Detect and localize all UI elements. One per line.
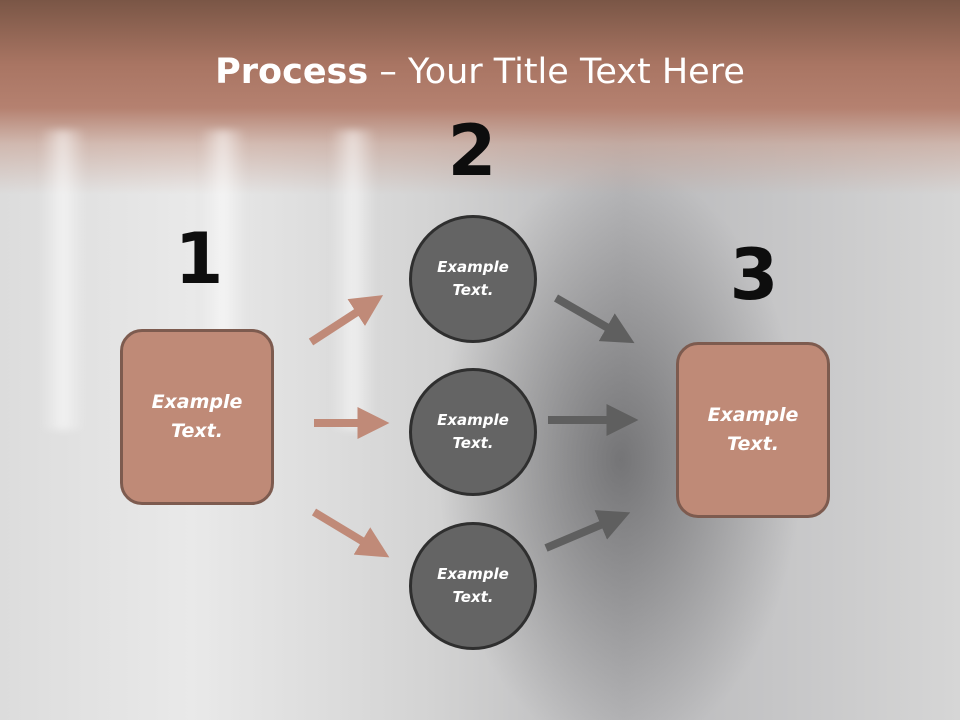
step-number-1: 1 xyxy=(174,218,224,300)
title-rest: – Your Title Text Here xyxy=(368,52,745,92)
title-bold: Process xyxy=(215,52,369,92)
step-2-label-middle: Example Text. xyxy=(437,411,509,452)
arrow-right-down-icon xyxy=(311,508,390,558)
step-2-circle-middle: Example Text. xyxy=(409,368,537,496)
step-3-box: Example Text. xyxy=(676,342,830,518)
arrow-right-up-icon xyxy=(544,510,631,552)
arrow-right-down-icon xyxy=(554,294,635,344)
step-1-box: Example Text. xyxy=(120,329,274,505)
step-number-3: 3 xyxy=(729,234,779,316)
step-3-label: Example Text. xyxy=(707,404,799,455)
step-1-label: Example Text. xyxy=(151,391,243,442)
step-number-2: 2 xyxy=(447,110,497,192)
background-pillar xyxy=(40,130,86,430)
step-2-circle-bottom: Example Text. xyxy=(409,522,537,650)
step-2-circle-top: Example Text. xyxy=(409,215,537,343)
background-pillar xyxy=(330,130,376,430)
step-2-label-top: Example Text. xyxy=(437,258,509,299)
slide-title: Process – Your Title Text Here xyxy=(0,52,960,92)
arrow-right-up-icon xyxy=(308,295,384,346)
step-2-label-bottom: Example Text. xyxy=(437,565,509,606)
